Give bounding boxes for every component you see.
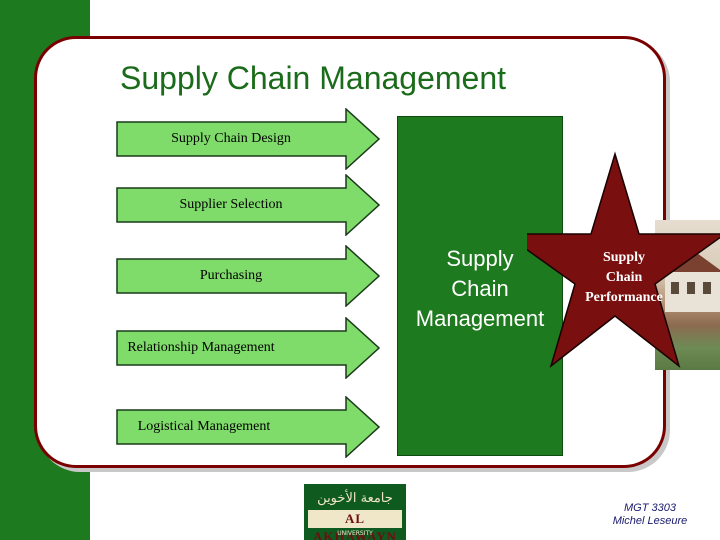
arrow-purchasing: Purchasing: [116, 245, 380, 307]
footer-credit: MGT 3303 Michel Leseure: [590, 502, 710, 528]
arrow-relationship-management: Relationship Management: [116, 317, 380, 379]
bottom-left-green-band: [0, 468, 90, 540]
supply-chain-performance-label: Supply Chain Performance: [556, 248, 692, 308]
performance-star-icon: [527, 151, 720, 369]
arrow-label: Purchasing: [199, 268, 263, 283]
arrow-supplier-selection: Supplier Selection: [116, 174, 380, 236]
logo-sub-text: UNIVERSITY: [337, 530, 373, 537]
arrow-supply-chain-design: Supply Chain Design: [116, 108, 380, 170]
photo-window: [687, 282, 695, 294]
arrow-shape: [116, 317, 380, 379]
star-line: Performance: [585, 290, 663, 305]
supply-chain-management-box: [397, 116, 563, 456]
arrow-shape: [116, 108, 380, 170]
arrow-shape: [116, 396, 380, 458]
arrow-logistical-management: Logistical Management: [116, 396, 380, 458]
photo-window: [703, 282, 711, 294]
photo-window: [671, 282, 679, 294]
footer-author: Michel Leseure: [612, 515, 688, 527]
university-logo: جامعة الأخوين AL AKHAWAYN UNIVERSITY: [304, 484, 406, 540]
star-line: Supply: [602, 250, 646, 265]
arrow-label: Supplier Selection: [179, 197, 283, 212]
star-line: Chain: [605, 270, 643, 285]
arrow-shape: [116, 174, 380, 236]
arrow-label: Supply Chain Design: [171, 131, 291, 146]
arrow-label: Relationship Management: [127, 340, 275, 355]
scm-line: Chain: [451, 276, 509, 301]
arrow-label: Logistical Management: [137, 419, 271, 434]
logo-latin-text: AL AKHAWAYN: [308, 510, 402, 540]
slide-title: Supply Chain Management: [120, 60, 507, 96]
logo-arabic-text: جامعة الأخوين: [317, 491, 393, 506]
arrow-shape: [116, 245, 380, 307]
scm-line: Management: [415, 306, 545, 331]
supply-chain-management-label: Supply Chain Management: [400, 244, 560, 334]
scm-line: Supply: [446, 246, 514, 271]
footer-course: MGT 3303: [624, 502, 676, 514]
